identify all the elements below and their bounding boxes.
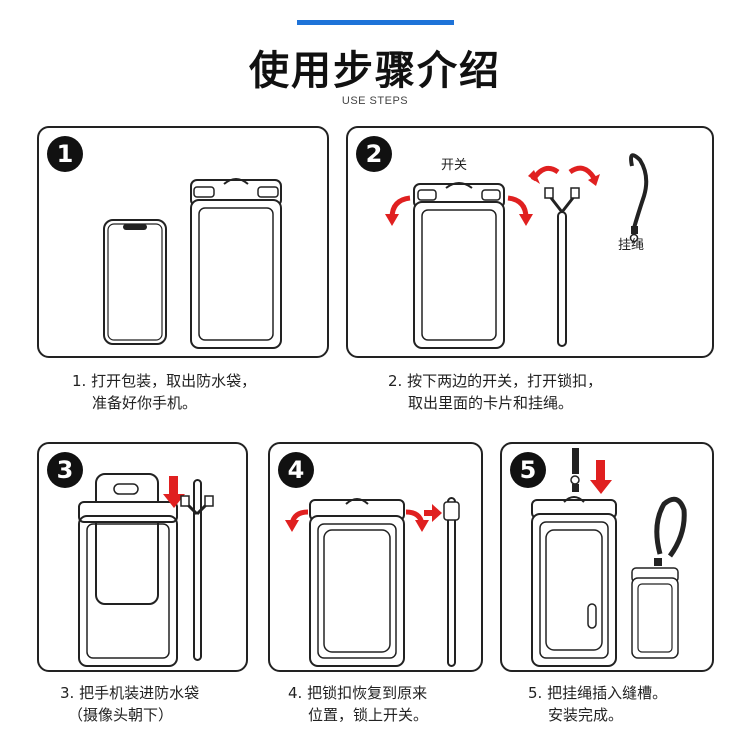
step-4-panel: 4 — [268, 442, 483, 672]
step-4-caption: 4. 把锁扣恢复到原来 位置，锁上开关。 — [288, 684, 429, 724]
step-4-badge: 4 — [278, 452, 314, 488]
title-accent-bar — [297, 20, 454, 25]
phone-icon — [95, 473, 159, 605]
lanyard-icon — [570, 448, 580, 492]
finished-pouch-icon — [631, 496, 687, 659]
step-4-illustration — [285, 497, 460, 667]
page-title: 使用步骤介绍 — [249, 48, 501, 94]
step-1-badge: 1 — [47, 136, 83, 172]
card-icon — [180, 479, 214, 661]
switch-label: 开关 — [441, 158, 468, 173]
step-5-illustration — [531, 448, 687, 667]
step-2-caption: 2. 按下两边的开关，打开锁扣， 取出里面的卡片和挂绳。 — [388, 372, 603, 412]
step-5-panel: 5 — [500, 442, 714, 672]
step-3-illustration — [78, 473, 214, 667]
step-2-illustration — [385, 153, 649, 349]
step-2-panel: 2 开关 挂绳 — [346, 126, 714, 358]
card-icon — [443, 497, 460, 667]
step-2-badge: 2 — [356, 136, 392, 172]
lanyard-icon — [629, 153, 649, 243]
waterproof-pouch-icon — [531, 496, 617, 667]
lanyard-label: 挂绳 — [618, 238, 645, 253]
step-3-caption: 3. 把手机装进防水袋 （摄像头朝下） — [60, 684, 200, 724]
waterproof-pouch-icon — [413, 182, 505, 349]
step-3-panel: 3 — [37, 442, 248, 672]
phone-icon — [103, 219, 167, 345]
waterproof-pouch-icon — [190, 178, 282, 349]
page-subtitle: USE STEPS — [341, 95, 409, 107]
step-1-caption: 1. 打开包装，取出防水袋， 准备好你手机。 — [72, 372, 257, 412]
waterproof-pouch-icon — [78, 501, 178, 667]
card-icon — [544, 187, 580, 347]
step-5-badge: 5 — [510, 452, 546, 488]
step-1-illustration — [103, 178, 282, 349]
step-5-caption: 5. 把挂绳插入缝槽。 安装完成。 — [528, 684, 668, 724]
step-1-panel: 1 — [37, 126, 329, 358]
step-3-badge: 3 — [47, 452, 83, 488]
waterproof-pouch-icon — [309, 498, 405, 667]
